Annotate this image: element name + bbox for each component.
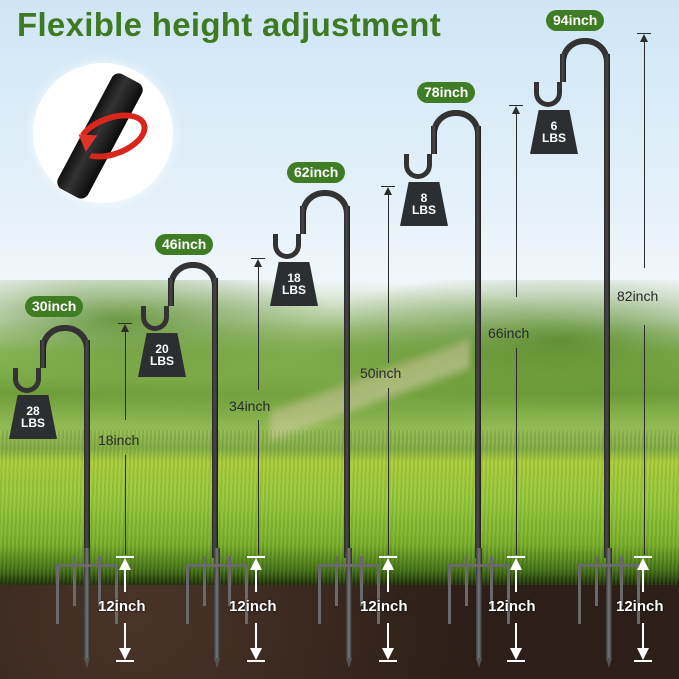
dimension-cap <box>251 258 265 259</box>
background-path <box>270 330 470 450</box>
height-badge: 94inch <box>546 10 605 31</box>
height-badge: 46inch <box>155 234 214 255</box>
ground-stake <box>448 548 510 668</box>
dimension-line <box>258 420 259 555</box>
pole <box>344 206 350 558</box>
ground-stake <box>56 548 118 668</box>
dimension-line <box>644 325 645 555</box>
hook-curve <box>168 262 218 286</box>
soil-layer <box>0 585 679 679</box>
dimension-arrow-icon <box>121 324 129 332</box>
dimension-line <box>258 265 259 390</box>
dimension-line <box>516 348 517 555</box>
dimension-line <box>125 330 126 420</box>
hook-drop <box>168 278 174 306</box>
hook-drop <box>40 340 46 368</box>
j-hook <box>141 306 169 331</box>
above-ground-height: 66inch <box>488 325 530 341</box>
dimension-arrow-icon <box>254 259 262 267</box>
dimension-line <box>644 40 645 268</box>
dimension-cap <box>381 186 395 187</box>
pole <box>212 278 218 558</box>
height-badge: 62inch <box>287 162 346 183</box>
dimension-arrow-icon <box>512 106 520 114</box>
dimension-line <box>388 388 389 555</box>
dimension-cap <box>637 33 651 34</box>
dimension-line <box>516 112 517 297</box>
hook-curve <box>431 110 481 134</box>
j-hook <box>404 154 432 179</box>
height-badge: 30inch <box>25 296 84 317</box>
grass-texture <box>0 430 679 590</box>
dimension-line <box>388 193 389 363</box>
twist-lock-inset <box>33 63 173 203</box>
ground-stake <box>186 548 248 668</box>
page-title: Flexible height adjustment <box>17 6 442 43</box>
above-ground-height: 18inch <box>98 432 140 448</box>
pole <box>475 126 481 558</box>
hook-curve <box>40 325 90 349</box>
j-hook <box>273 234 301 259</box>
dimension-arrow-icon <box>384 187 392 195</box>
above-ground-height: 50inch <box>360 365 402 381</box>
hook-drop <box>431 126 437 154</box>
ground-stake <box>318 548 380 668</box>
pole <box>84 340 90 558</box>
dimension-cap <box>509 105 523 106</box>
above-ground-height: 34inch <box>229 398 271 414</box>
hook-curve <box>560 38 610 62</box>
hook-drop <box>560 54 566 82</box>
pole <box>604 54 610 558</box>
dimension-cap <box>118 323 132 324</box>
ground-stake <box>578 548 640 668</box>
dimension-line <box>125 455 126 555</box>
hook-drop <box>300 206 306 234</box>
above-ground-height: 82inch <box>617 288 659 304</box>
hook-curve <box>300 190 350 214</box>
j-hook <box>534 82 562 107</box>
height-badge: 78inch <box>417 82 476 103</box>
dimension-arrow-icon <box>640 34 648 42</box>
j-hook <box>13 368 41 393</box>
